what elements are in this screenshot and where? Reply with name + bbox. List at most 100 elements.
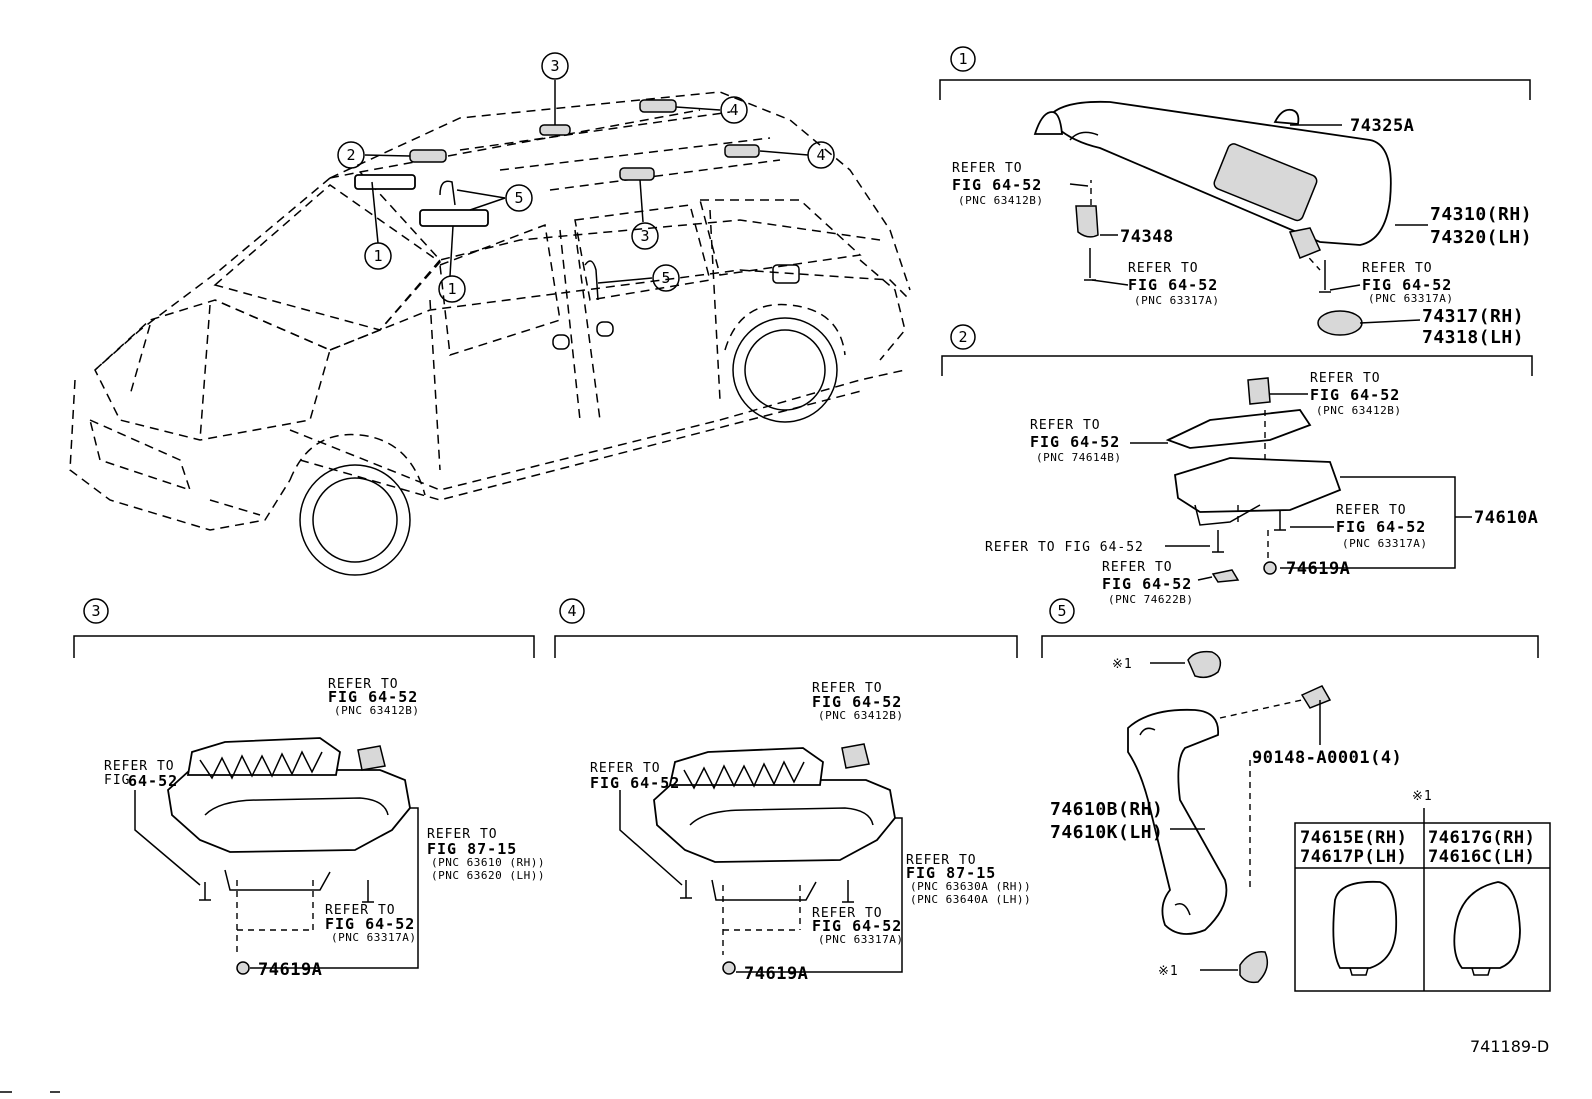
callout-4-right: 4 xyxy=(807,141,835,169)
figure-code: 741189-D xyxy=(1470,1037,1549,1056)
svg-text:FIG 64-52: FIG 64-52 xyxy=(328,688,418,706)
grip-cap-top xyxy=(1187,650,1222,679)
svg-text:REFER TO: REFER TO xyxy=(590,761,661,776)
callout-5-side: 5 xyxy=(652,264,680,292)
svg-text:REFER TO: REFER TO xyxy=(104,759,175,774)
part-74617g-rh: 74617G(RH) xyxy=(1428,828,1535,848)
s2-ref-63317a: REFER TO FIG 64-52 (PNC 63317A) xyxy=(1336,503,1427,550)
vanity-mirror xyxy=(1213,143,1318,222)
svg-text:(PNC 63317A): (PNC 63317A) xyxy=(331,931,416,944)
overview-callouts: 3 4 4 2 5 1 1 3 5 xyxy=(337,52,835,303)
part-74348: 74348 xyxy=(1120,227,1174,247)
part-74318-lh: 74318(LH) xyxy=(1422,327,1524,348)
part-74610a: 74610A xyxy=(1474,508,1538,528)
visor-holder xyxy=(1075,205,1099,238)
s2-ref-inline: REFER TO FIG 64-52 xyxy=(985,540,1144,555)
svg-text:FIG: FIG xyxy=(104,773,130,788)
svg-text:(PNC 63317A): (PNC 63317A) xyxy=(1342,537,1427,550)
section-2-label: 2 xyxy=(958,328,967,346)
part-74320-lh: 74320(LH) xyxy=(1430,227,1532,248)
svg-text:FIG 87-15: FIG 87-15 xyxy=(427,840,517,858)
section-1-label: 1 xyxy=(958,50,967,68)
cover-lh xyxy=(1453,881,1521,969)
s3-ref-87-15: REFER TO FIG 87-15 (PNC 63610 (RH)) (PNC… xyxy=(427,827,544,882)
section-3-label: 3 xyxy=(91,602,100,620)
svg-text:3: 3 xyxy=(640,227,649,245)
callout-2: 2 xyxy=(337,141,365,169)
part-74610k-lh: 74610K(LH) xyxy=(1050,822,1163,843)
part-74325a: 74325A xyxy=(1350,116,1414,136)
svg-text:(PNC 63412B): (PNC 63412B) xyxy=(958,194,1043,207)
section-3-dome-lamp: 3 74619A REFER TO FIG 64-52 (PNC 63412B)… xyxy=(73,598,544,980)
svg-text:FIG 64-52: FIG 64-52 xyxy=(1310,386,1400,404)
part-74615e-rh: 74615E(RH) xyxy=(1300,828,1407,848)
svg-text:FIG 64-52: FIG 64-52 xyxy=(1128,276,1218,294)
section-4-dome-lamp: 4 74619A REFER TO FIG 64-52 (PNC 63412B)… xyxy=(554,598,1031,984)
section-1-sun-visor: 1 74325A 74310(RH) 74320(LH) 74348 xyxy=(939,46,1532,348)
van-overview xyxy=(69,80,911,576)
svg-text:FIG 64-52: FIG 64-52 xyxy=(325,915,415,933)
part-74310-rh: 74310(RH) xyxy=(1430,204,1532,225)
svg-text:(PNC 74622B): (PNC 74622B) xyxy=(1108,593,1193,606)
svg-text:FIG 64-52: FIG 64-52 xyxy=(812,693,902,711)
callout-4-top: 4 xyxy=(720,96,748,124)
svg-text:REFER TO: REFER TO xyxy=(1336,503,1407,518)
svg-text:FIG 64-52: FIG 64-52 xyxy=(1336,518,1426,536)
callout-3-top: 3 xyxy=(541,52,569,80)
svg-text:REFER TO: REFER TO xyxy=(952,161,1023,176)
s3-ref-fig-64-52: REFER TO FIG 64-52 xyxy=(104,759,178,790)
svg-text:REFER TO: REFER TO xyxy=(1128,261,1199,276)
mark-1-table: ※1 xyxy=(1412,789,1433,804)
svg-text:1: 1 xyxy=(373,247,382,265)
svg-text:FIG 64-52: FIG 64-52 xyxy=(590,774,680,792)
svg-text:5: 5 xyxy=(661,269,670,287)
svg-text:REFER TO: REFER TO xyxy=(812,906,883,921)
svg-text:REFER TO: REFER TO xyxy=(812,681,883,696)
svg-text:(PNC 63412B): (PNC 63412B) xyxy=(1316,404,1401,417)
svg-text:(PNC 63412B): (PNC 63412B) xyxy=(818,709,903,722)
s1-ref-63317a-left: REFER TO FIG 64-52 (PNC 63317A) xyxy=(1128,261,1219,307)
svg-text:REFER TO: REFER TO xyxy=(906,853,977,868)
svg-text:REFER TO: REFER TO xyxy=(1102,560,1173,575)
s4-ref-87-15: REFER TO FIG 87-15 (PNC 63630A (RH)) (PN… xyxy=(906,853,1031,906)
cover-table: 74615E(RH) 74617P(LH) 74617G(RH) 74616C(… xyxy=(1294,822,1551,992)
part-74616c-lh: 74616C(LH) xyxy=(1428,847,1535,867)
dome-lamp-housing-s4 xyxy=(653,779,896,863)
callout-1-left: 1 xyxy=(364,242,392,270)
section-5-assist-grip: 5 ※1 90148-A0001(4) 74610B(RH) 74610K(LH… xyxy=(1041,598,1551,992)
lamp-bracket xyxy=(1165,409,1312,449)
part-74617p-lh: 74617P(LH) xyxy=(1300,847,1407,867)
callout-5-top: 5 xyxy=(505,184,533,212)
s4-ref-63412b: REFER TO FIG 64-52 (PNC 63412B) xyxy=(812,681,903,722)
svg-text:(PNC 74614B): (PNC 74614B) xyxy=(1036,451,1121,464)
s1-ref-63412b: REFER TO FIG 64-52 (PNC 63412B) xyxy=(952,161,1043,207)
svg-text:(PNC 63317A): (PNC 63317A) xyxy=(1134,294,1219,307)
svg-text:FIG 64-52: FIG 64-52 xyxy=(1030,433,1120,451)
cover-rh xyxy=(1332,880,1398,969)
part-74619a-s4: 74619A xyxy=(744,964,808,984)
svg-text:64-52: 64-52 xyxy=(128,772,178,790)
svg-text:FIG 64-52: FIG 64-52 xyxy=(1102,575,1192,593)
svg-text:REFER TO: REFER TO xyxy=(1310,371,1381,386)
svg-text:(PNC 63412B): (PNC 63412B) xyxy=(334,704,419,717)
part-90148-a0001: 90148-A0001(4) xyxy=(1252,748,1402,768)
s2-ref-74614b: REFER TO FIG 64-52 (PNC 74614B) xyxy=(1030,418,1121,464)
dome-lamp-housing-s3 xyxy=(167,769,411,853)
s2-ref-63412b: REFER TO FIG 64-52 (PNC 63412B) xyxy=(1310,371,1401,417)
s1-ref-63317a-right: REFER TO FIG 64-52 (PNC 63317A) xyxy=(1362,261,1453,305)
svg-text:REFER TO: REFER TO xyxy=(325,903,396,918)
svg-text:REFER TO: REFER TO xyxy=(328,677,399,692)
s3-ref-63317a: REFER TO FIG 64-52 (PNC 63317A) xyxy=(325,903,416,944)
map-lamp-74610a xyxy=(1174,457,1342,513)
section-1-bracket xyxy=(939,79,1531,100)
section-2-map-lamp: 2 74610A 74619A REFER TO FIG 64-52 (PNC … xyxy=(941,324,1538,606)
callout-1-center: 1 xyxy=(438,275,466,303)
svg-text:3: 3 xyxy=(550,57,559,75)
svg-text:(PNC 63640A (LH)): (PNC 63640A (LH)) xyxy=(910,893,1031,906)
svg-text:(PNC 63630A (RH)): (PNC 63630A (RH)) xyxy=(910,880,1031,893)
svg-text:REFER TO: REFER TO xyxy=(1030,418,1101,433)
part-74619a-s3: 74619A xyxy=(258,960,322,980)
section-5-label: 5 xyxy=(1057,602,1066,620)
cover-cap xyxy=(1317,310,1363,336)
